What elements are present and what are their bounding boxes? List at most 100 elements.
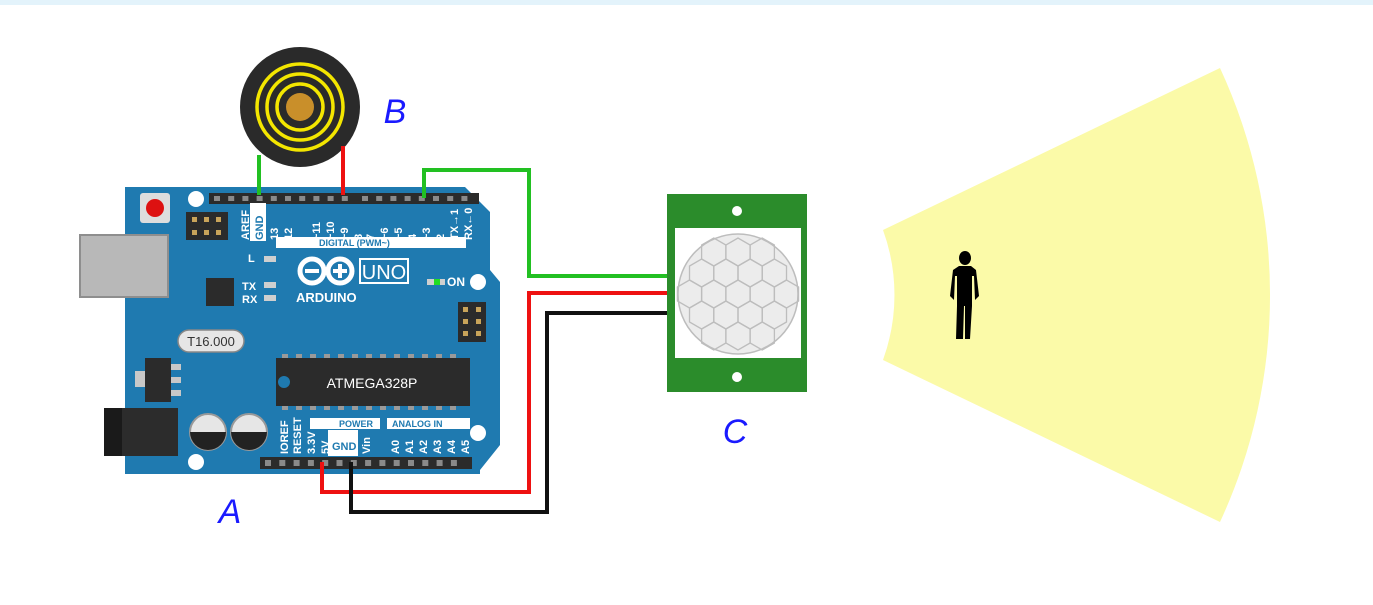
buzzer [240, 47, 360, 167]
header-pin [214, 196, 220, 201]
header-pin [433, 196, 439, 201]
led-l-label: L [248, 253, 255, 265]
label-buzzer: B [384, 93, 407, 131]
arduino-board: T16.000 ATMEGA328P L TX RX ON [79, 187, 500, 474]
on-label: ON [447, 275, 465, 289]
top-pin-label: AREF [240, 210, 252, 240]
top-pin-label: ~9 [339, 227, 351, 240]
top-pin-label: ~5 [393, 227, 405, 240]
header-pin [393, 460, 400, 466]
top-pin-label: 13 [269, 228, 281, 240]
mounting-hole [732, 372, 742, 382]
power-label: POWER [339, 419, 374, 429]
bottom-pin-label: RESET [292, 417, 304, 454]
mounting-hole [470, 274, 486, 290]
chip-label: ATMEGA328P [327, 375, 418, 391]
bottom-pin-label: 5V [320, 440, 332, 454]
microcontroller [276, 358, 470, 406]
bottom-pin-label: A5 [460, 440, 472, 454]
header-pin [313, 196, 320, 201]
header-pin [418, 196, 425, 201]
mounting-hole [732, 206, 742, 216]
crystal-label: T16.000 [187, 334, 235, 349]
top-border-strip [0, 0, 1373, 5]
led-l [264, 256, 276, 262]
fresnel-cell [749, 321, 776, 351]
label-arduino: A [217, 493, 242, 531]
header-pin [461, 196, 468, 201]
header-pin [293, 460, 300, 466]
arduino-logo [297, 256, 355, 286]
capacitor [189, 413, 227, 451]
top-pin-label: 4 [407, 233, 419, 240]
top-pin-label: ~6 [379, 227, 391, 240]
bottom-pin-label: Vin [361, 437, 373, 454]
mounting-hole [470, 425, 486, 441]
detection-zone [883, 68, 1271, 522]
person-silhouette [950, 251, 979, 339]
gnd-pin-highlight [250, 203, 266, 241]
header-pin [450, 460, 457, 466]
header-pin [265, 460, 271, 466]
bottom-pin-label: 3.3V [306, 431, 318, 454]
top-pin-label: ~10 [325, 221, 337, 240]
header-pin [408, 460, 414, 466]
header-pin [341, 196, 348, 201]
header-pin [362, 196, 368, 201]
top-pin-label: GND [254, 216, 266, 241]
digital-label: DIGITAL (PWM~) [319, 238, 390, 248]
header-pin [299, 196, 306, 201]
wires [257, 146, 667, 514]
header-pin [336, 460, 343, 466]
top-pin-label: 2 [435, 234, 447, 240]
wire-signal [422, 168, 667, 278]
bottom-pin-label: A3 [432, 440, 444, 454]
header-pin [404, 196, 411, 201]
led-tx [264, 282, 276, 288]
mounting-hole [188, 191, 204, 207]
capacitor [230, 413, 268, 451]
header-pin [379, 460, 386, 466]
icsp-header [458, 302, 486, 342]
top-pin-label: 12 [283, 228, 295, 240]
bottom-pin-label: IOREF [279, 420, 291, 454]
power-label-bar [310, 418, 380, 429]
top-pin-label: ~3 [421, 227, 433, 240]
header-pin [279, 460, 286, 466]
header-pin [447, 196, 454, 201]
header-pin [376, 196, 383, 201]
header-pin [242, 196, 249, 201]
header-pin [422, 460, 429, 466]
icsp-header-usb [186, 212, 228, 240]
model-box [359, 258, 409, 284]
usb-port [79, 234, 169, 298]
top-pin-label: 7 [365, 234, 377, 240]
top-pin-label: 8 [353, 234, 365, 240]
voltage-regulator [145, 358, 171, 402]
gnd-bottom-highlight [328, 430, 358, 456]
header-pin [350, 460, 357, 466]
model-label: UNO [362, 262, 406, 284]
usb-chip [206, 278, 234, 306]
label-pir-sensor: C [723, 413, 748, 451]
top-pin-label: RX←0 [463, 208, 475, 240]
bottom-pin-label: A4 [446, 439, 458, 454]
led-rx-label: RX [242, 294, 258, 306]
wire-5v [320, 291, 667, 494]
digital-label-bar [276, 237, 466, 248]
header-pin [270, 196, 277, 201]
analog-label: ANALOG IN [392, 419, 443, 429]
header-pin [327, 196, 334, 201]
bottom-pin-label: A2 [418, 440, 430, 454]
header-pin [256, 196, 263, 201]
crystal [177, 329, 245, 353]
brand-label: ARDUINO [296, 290, 357, 305]
bottom-pin-label: A0 [390, 440, 402, 454]
header-pin [322, 460, 329, 466]
top-pin-label: ~11 [311, 222, 323, 240]
header-pin [365, 460, 372, 466]
header-pin [285, 196, 291, 201]
bottom-pin-label: GND [332, 441, 357, 453]
led-tx-label: TX [242, 281, 257, 293]
